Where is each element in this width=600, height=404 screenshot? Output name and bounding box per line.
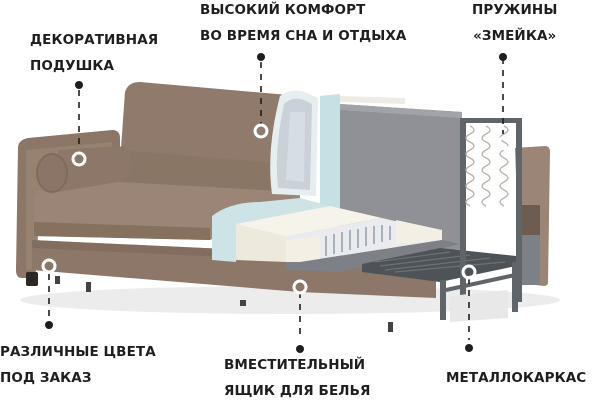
callout-line: «ЗМЕЙКА» [473,28,557,44]
callout-storage-box: ВМЕСТИТЕЛЬНЫЙ ЯЩИК ДЛЯ БЕЛЬЯ [224,352,370,404]
callout-high-comfort: ВЫСОКИЙ КОМФОРТ ВО ВРЕМЯ СНА И ОТДЫХА [200,0,406,49]
callout-line: ВЫСОКИЙ КОМФОРТ [200,2,366,18]
callout-custom-colors: РАЗЛИЧНЫЕ ЦВЕТА ПОД ЗАКАЗ [0,339,156,391]
callout-line: ПРУЖИНЫ [472,2,558,18]
callout-line: ВМЕСТИТЕЛЬНЫЙ [224,357,366,373]
callout-decorative-pillow: ДЕКОРАТИВНАЯ ПОДУШКА [30,27,158,79]
callout-line: ЯЩИК ДЛЯ БЕЛЬЯ [224,383,371,399]
callout-line: ПОД ЗАКАЗ [0,370,92,386]
callout-line: ПОДУШКА [30,58,115,74]
callout-line: ВО ВРЕМЯ СНА И ОТДЫХА [200,28,407,44]
callout-line: МЕТАЛЛОКАРКАС [446,370,587,386]
callout-line: ДЕКОРАТИВНАЯ [30,32,159,48]
callout-line: РАЗЛИЧНЫЕ ЦВЕТА [0,344,156,360]
callout-metal-frame: МЕТАЛЛОКАРКАС [446,365,586,391]
callout-snake-springs: ПРУЖИНЫ «ЗМЕЙКА» [472,0,557,49]
